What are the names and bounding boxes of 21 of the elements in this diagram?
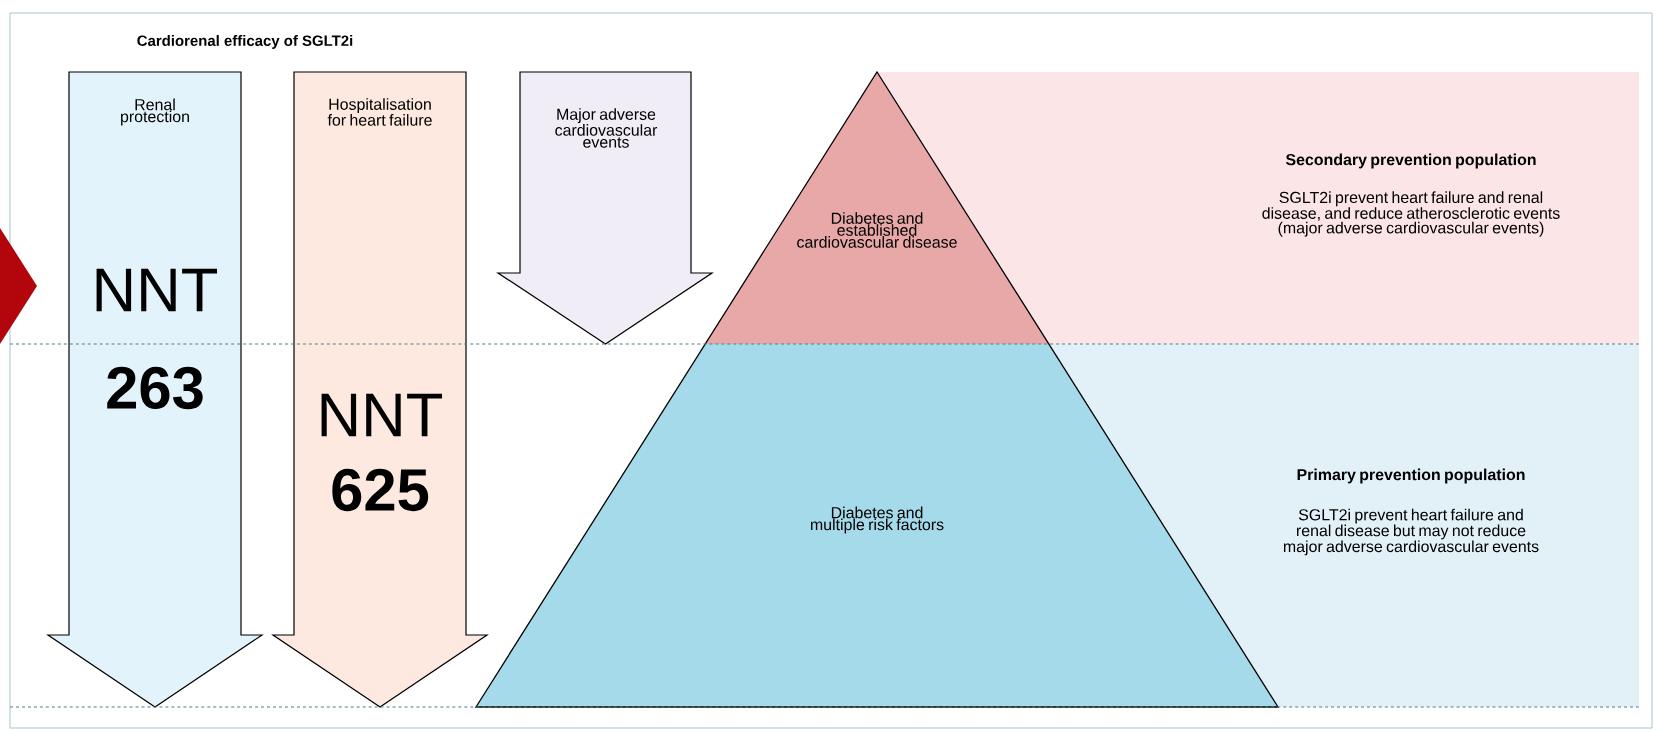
pyramid-label: Diabetes and multiple risk factors (811, 506, 944, 534)
pyramid-tier (476, 344, 1278, 707)
pyramid-label: Diabetes and established cardiovascular disease (797, 212, 957, 248)
band (1048, 344, 1639, 707)
band-heading: Secondary prevention population (1285, 153, 1536, 169)
arrow-label: Major adverse cardiovascular events (555, 108, 658, 148)
nnt-value: 625 (332, 468, 429, 512)
arrow-shape (46, 71, 264, 708)
pyramid-tier (705, 72, 1049, 344)
band-text: SGLT2i prevent heart failure and renal disease, and reduce atherosclerotic events (major adverse cardiovascular events) (1262, 191, 1560, 237)
nnt-label: NNT (96, 268, 218, 312)
band-text: SGLT2i prevent heart failure and renal disease but may not reduce major adverse cardiovascular events (1283, 508, 1539, 556)
arrow-shape (271, 71, 489, 708)
nnt-label: NNT (321, 393, 443, 437)
arrow-shape (496, 71, 714, 345)
pointer-marker (0, 228, 37, 344)
arrow-label: Hospitalisation for heart failure (327, 98, 432, 126)
diagram-title: Cardiorenal efficacy of SGLT2i (137, 35, 353, 49)
band-heading: Primary prevention population (1297, 468, 1525, 484)
nnt-value: 263 (107, 366, 203, 410)
arrow-label: Renal protection (121, 98, 189, 126)
